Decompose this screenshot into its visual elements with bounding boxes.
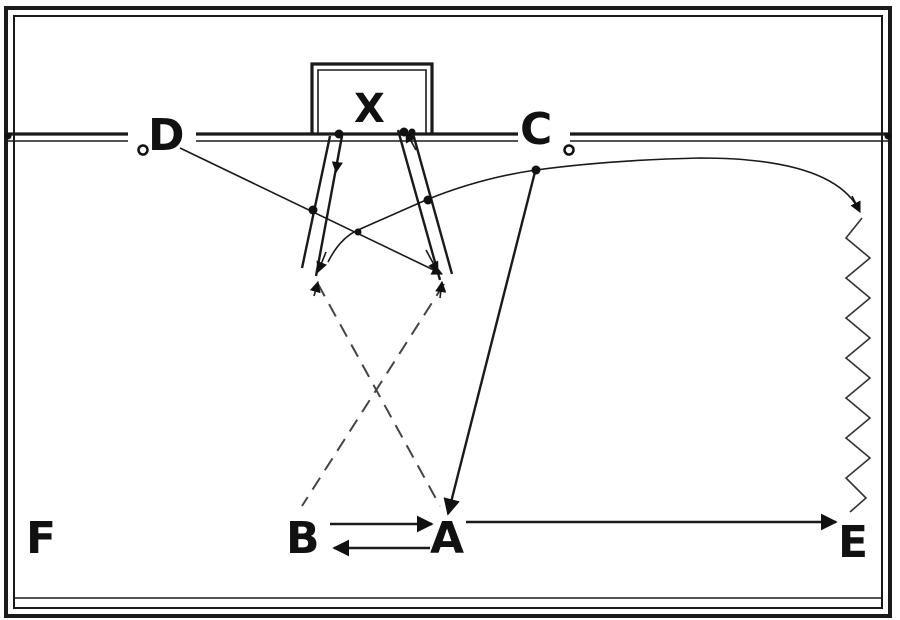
junction-dots	[308, 127, 541, 236]
point-c-marker	[563, 144, 575, 156]
edge-double-line	[4, 132, 892, 142]
inner-frame	[13, 15, 883, 609]
label-a: A	[430, 513, 464, 564]
label-d: D	[148, 110, 185, 161]
label-x: X	[354, 86, 385, 132]
label-f: F	[26, 513, 56, 564]
outer-frame	[4, 6, 892, 618]
label-b: B	[286, 513, 320, 564]
curve-from-c	[327, 157, 859, 263]
line-c-to-a	[443, 167, 538, 516]
dashed-line-left	[317, 283, 441, 507]
label-c: C	[520, 104, 552, 155]
left-double-path	[300, 135, 344, 277]
label-e: E	[838, 517, 868, 568]
point-d-marker	[137, 144, 149, 156]
zigzag-path	[844, 217, 872, 513]
dashed-line-right	[301, 283, 445, 507]
box-x	[310, 62, 434, 134]
